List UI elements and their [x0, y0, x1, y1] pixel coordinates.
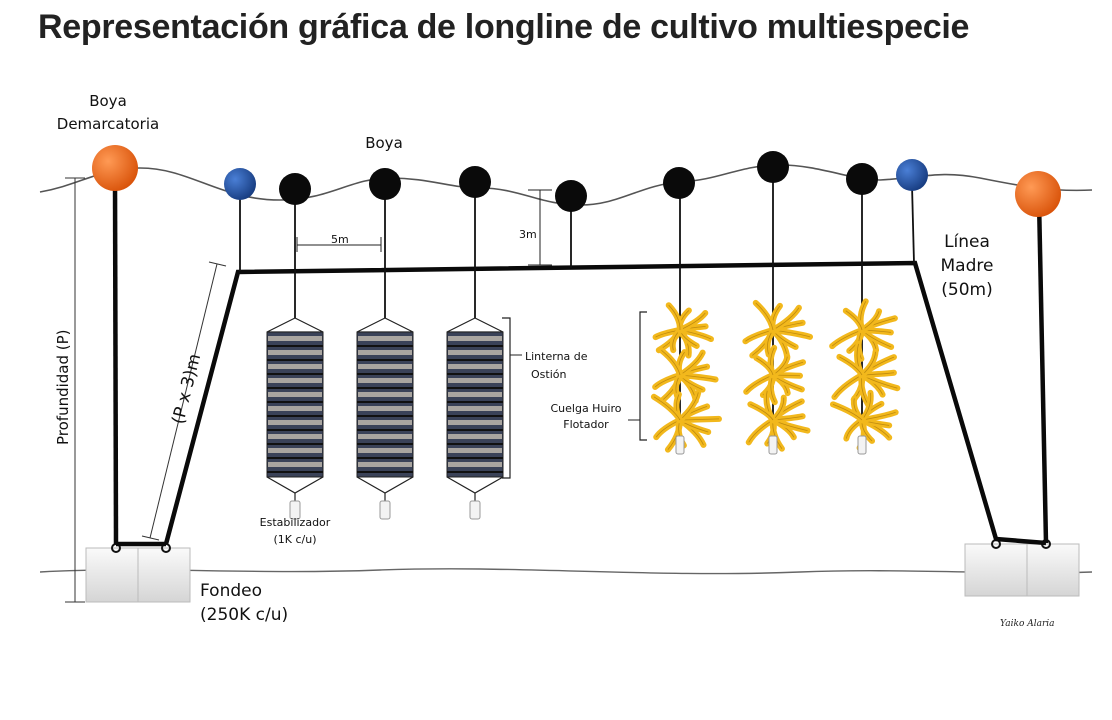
buoy-label: Boya	[365, 134, 403, 152]
black-buoy	[279, 173, 311, 205]
anchor-blocks-left	[85, 543, 191, 603]
spacing-dimension	[296, 237, 382, 252]
sea-floor-line	[39, 568, 1093, 575]
diagonal-dimension	[141, 261, 227, 541]
marker-buoy-label-line1: Boya	[89, 92, 127, 110]
lantern-bracket	[502, 317, 511, 479]
mother-line-label-3: (50m)	[941, 280, 992, 300]
depth-dimension	[65, 177, 85, 603]
black-buoy	[757, 151, 789, 183]
seaweed-hangings	[650, 298, 901, 455]
marker-buoy-label-line2: Demarcatoria	[57, 115, 159, 133]
lantern-label-2: Ostión	[531, 368, 566, 381]
black-buoy	[555, 180, 587, 212]
lantern-label-1: Linterna de	[525, 350, 588, 363]
blue-buoy-left	[224, 168, 256, 200]
mother-line	[112, 179, 1049, 547]
black-buoy	[663, 167, 695, 199]
scallop-lanterns	[266, 317, 504, 520]
stabilizer-label-2: (1K c/u)	[273, 533, 316, 546]
author-signature: Yaiko Alaria	[1000, 619, 1055, 629]
oyster-lantern	[356, 317, 414, 520]
marker-buoy-right	[1015, 171, 1061, 217]
seaweed-label-1: Cuelga Huiro	[550, 402, 621, 415]
seaweed-bunch	[829, 298, 901, 455]
stabilizer-label-1: Estabilizador	[260, 516, 331, 529]
anchor-blocks-right	[964, 539, 1080, 597]
oyster-lantern	[266, 317, 324, 520]
anchor-label-1: Fondeo	[200, 581, 262, 601]
spacing-label: 5m	[331, 233, 349, 246]
seaweed-bunch	[742, 299, 814, 455]
buoy-depth-label: 3m	[519, 228, 537, 241]
oyster-lantern	[446, 317, 504, 520]
seaweed-bunch	[650, 302, 722, 455]
depth-label: Profundidad (P)	[54, 329, 72, 445]
black-buoy	[459, 166, 491, 198]
blue-buoy-right	[896, 159, 928, 191]
anchor-label-2: (250K c/u)	[200, 605, 288, 625]
black-buoy	[846, 163, 878, 195]
buoy-depth-dimension	[528, 189, 552, 266]
mother-line-label-2: Madre	[941, 256, 994, 276]
buoy-ropes	[239, 176, 915, 430]
seaweed-bracket	[639, 311, 647, 441]
seaweed-label-2: Flotador	[563, 418, 609, 431]
mother-line-label-1: Línea	[944, 232, 990, 252]
black-buoy	[369, 168, 401, 200]
page-title: Representación gráfica de longline de cu…	[38, 8, 970, 46]
marker-buoy-left	[92, 145, 138, 191]
